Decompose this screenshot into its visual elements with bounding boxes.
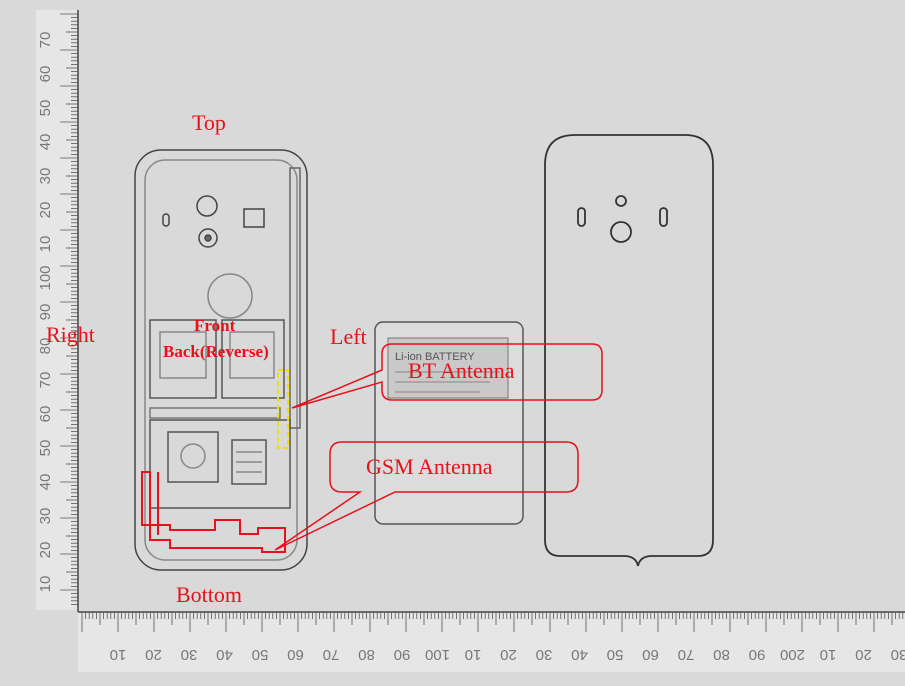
vertical-ruler: 70 60 50 40 30 20 10 100 90 80 70 60 50 40 30 20 10 — [36, 10, 79, 612]
gsm-antenna-trace — [141, 471, 286, 553]
vertical-ruler-number: 50 — [37, 100, 54, 117]
vertical-ruler-number: 90 — [37, 304, 54, 321]
horizontal-ruler-number: 90 — [749, 646, 766, 663]
horizontal-ruler-number: 80 — [358, 646, 375, 663]
horizontal-ruler-number: 10 — [820, 646, 837, 663]
horizontal-ruler-number: 60 — [642, 646, 659, 663]
label-front: Front — [194, 316, 236, 335]
label-left: Left — [330, 324, 367, 349]
horizontal-ruler-number: 30 — [181, 646, 198, 663]
label-back-reverse: Back(Reverse) — [163, 342, 269, 361]
vertical-ruler-number: 50 — [37, 440, 54, 457]
bt-antenna-label: BT Antenna — [408, 358, 515, 383]
vertical-ruler-number: 30 — [37, 508, 54, 525]
bt-antenna-trace — [277, 369, 289, 449]
horizontal-ruler-number: 10 — [110, 646, 127, 663]
vertical-ruler-number: 80 — [37, 338, 54, 355]
horizontal-ruler: 10 20 30 40 50 60 70 80 90 100 10 20 30 40 50 60 70 80 90 2… — [78, 611, 905, 672]
horizontal-ruler-number: 200 — [780, 646, 805, 663]
horizontal-ruler-number: 30 — [891, 646, 905, 663]
label-right: Right — [46, 322, 95, 347]
vertical-ruler-number: 20 — [37, 542, 54, 559]
back-cover — [544, 134, 714, 567]
phone-body — [134, 149, 308, 571]
horizontal-ruler-number: 10 — [465, 646, 482, 663]
vertical-ruler-number: 60 — [37, 66, 54, 83]
vertical-ruler-number: 40 — [37, 134, 54, 151]
battery-label: Li-ion BATTERY — [395, 351, 475, 363]
horizontal-ruler-number: 20 — [145, 646, 162, 663]
horizontal-ruler-number: 50 — [252, 646, 269, 663]
horizontal-ruler-number: 70 — [678, 646, 695, 663]
vertical-ruler-number: 100 — [37, 265, 54, 290]
vertical-ruler-number: 60 — [37, 406, 54, 423]
horizontal-ruler-number: 40 — [571, 646, 588, 663]
battery: Li-ion BATTERY — [374, 321, 524, 525]
horizontal-ruler-number: 100 — [425, 646, 450, 663]
vertical-ruler-number: 30 — [37, 168, 54, 185]
label-bottom: Bottom — [176, 582, 243, 607]
vertical-ruler-number: 20 — [37, 202, 54, 219]
vertical-ruler-number: 70 — [37, 372, 54, 389]
horizontal-ruler-number: 60 — [287, 646, 304, 663]
horizontal-ruler-number: 30 — [536, 646, 553, 663]
vertical-ruler-number: 10 — [37, 236, 54, 253]
horizontal-ruler-number: 20 — [855, 646, 872, 663]
horizontal-ruler-number: 50 — [607, 646, 624, 663]
horizontal-ruler-number: 80 — [713, 646, 730, 663]
gsm-antenna-label: GSM Antenna — [366, 454, 493, 479]
vertical-ruler-number: 70 — [37, 32, 54, 49]
horizontal-ruler-number: 40 — [216, 646, 233, 663]
gsm-callout — [274, 441, 579, 551]
label-top: Top — [192, 110, 226, 135]
horizontal-ruler-number: 90 — [394, 646, 411, 663]
horizontal-ruler-number: 70 — [323, 646, 340, 663]
bt-callout — [291, 343, 603, 409]
vertical-ruler-number: 40 — [37, 474, 54, 491]
horizontal-ruler-number: 20 — [500, 646, 517, 663]
vertical-ruler-number: 10 — [37, 576, 54, 593]
